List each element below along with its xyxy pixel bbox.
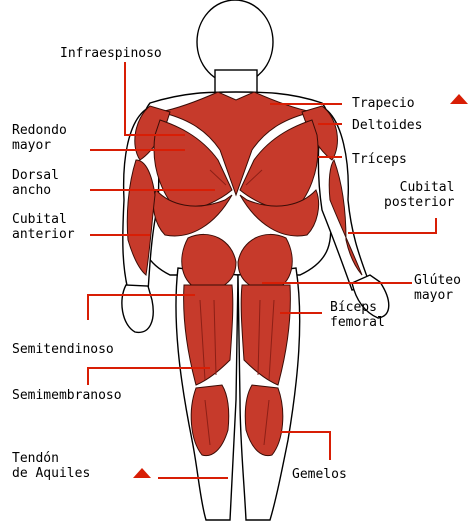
label-tendon-aquiles: Tendón de Aquiles [12, 451, 90, 481]
label-trapecio: Trapecio [352, 96, 415, 111]
label-deltoides: Deltoides [352, 118, 422, 133]
label-infraespinoso: Infraespinoso [60, 46, 162, 61]
label-dorsal-ancho: Dorsal ancho [12, 168, 59, 198]
up-arrow-icon [450, 94, 468, 104]
label-triceps: Tríceps [352, 152, 407, 167]
label-semitendinoso: Semitendinoso [12, 342, 114, 357]
label-gluteo-mayor: Glúteo mayor [414, 273, 461, 303]
label-biceps-femoral: Bíceps femoral [330, 300, 385, 330]
label-gemelos: Gemelos [292, 467, 347, 482]
up-arrow-icon [133, 468, 151, 478]
label-semimembranoso: Semimembranoso [12, 388, 122, 403]
left-hand [122, 285, 153, 332]
label-cubital-posterior: Cubital posterior [384, 180, 454, 210]
leader-cubital-posterior [348, 218, 436, 233]
label-redondo-mayor: Redondo mayor [12, 123, 67, 153]
label-cubital-anterior: Cubital anterior [12, 212, 75, 242]
